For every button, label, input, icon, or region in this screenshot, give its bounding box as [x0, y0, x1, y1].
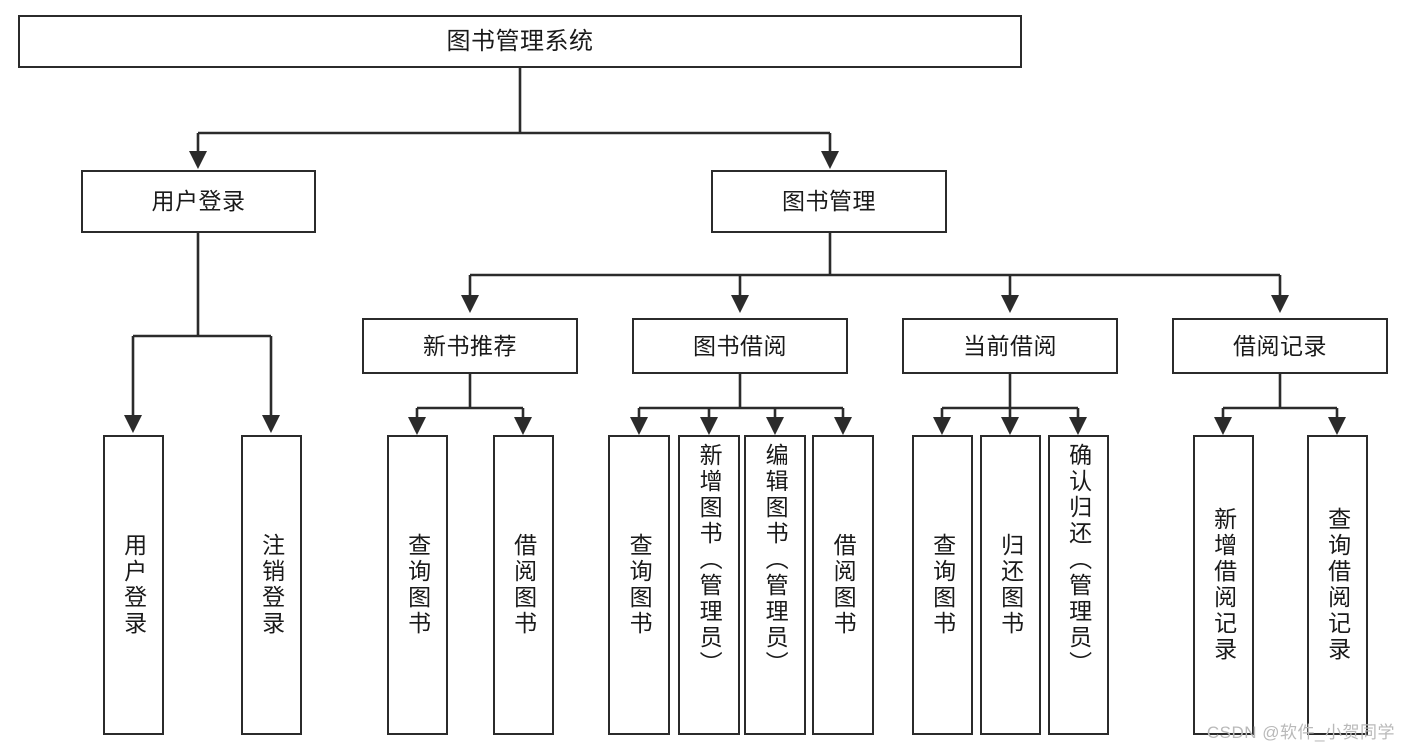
node-label: 查询图书	[929, 533, 956, 637]
node-new-book-recommend[interactable]: 新书推荐	[362, 318, 578, 374]
leaf-borrow-record-add-record[interactable]: 新增借阅记录	[1193, 435, 1254, 735]
node-book-borrow[interactable]: 图书借阅	[632, 318, 848, 374]
leaf-book-borrow-add-book-admin[interactable]: 新增图书（管理员）	[678, 435, 740, 735]
node-label: 借阅图书	[830, 533, 857, 637]
leaf-current-borrow-query-book[interactable]: 查询图书	[912, 435, 973, 735]
leaf-new-book-borrow-book[interactable]: 借阅图书	[493, 435, 554, 735]
node-label: 用户登录	[120, 533, 147, 637]
node-label: 查询图书	[626, 533, 653, 637]
leaf-borrow-record-query-record[interactable]: 查询借阅记录	[1307, 435, 1368, 735]
leaf-current-borrow-return-book[interactable]: 归还图书	[980, 435, 1041, 735]
node-borrow-record[interactable]: 借阅记录	[1172, 318, 1388, 374]
node-label: 新书推荐	[423, 332, 517, 359]
node-label: 注销登录	[258, 533, 285, 637]
node-user-login[interactable]: 用户登录	[81, 170, 316, 233]
node-book-management[interactable]: 图书管理	[711, 170, 947, 233]
node-label: 确认归还（管理员）	[1065, 443, 1092, 677]
node-label: 查询图书	[404, 533, 431, 637]
node-label: 借阅记录	[1233, 332, 1327, 359]
node-label: 图书借阅	[693, 332, 787, 359]
node-label: 新增借阅记录	[1210, 507, 1237, 663]
leaf-book-borrow-query-book[interactable]: 查询图书	[608, 435, 670, 735]
node-current-borrow[interactable]: 当前借阅	[902, 318, 1118, 374]
node-root-book-management-system[interactable]: 图书管理系统	[18, 15, 1022, 68]
csdn-watermark: CSDN @软件_小贺同学	[1206, 723, 1395, 742]
leaf-current-borrow-confirm-return-admin[interactable]: 确认归还（管理员）	[1048, 435, 1109, 735]
node-label: 图书管理	[782, 188, 876, 215]
node-label: 图书管理系统	[446, 27, 594, 55]
node-label: 编辑图书（管理员）	[762, 443, 789, 677]
node-label: 新增图书（管理员）	[696, 443, 723, 677]
node-label: 归还图书	[997, 533, 1024, 637]
leaf-user-login-logout[interactable]: 注销登录	[241, 435, 302, 735]
node-label: 借阅图书	[510, 533, 537, 637]
leaf-book-borrow-borrow-book[interactable]: 借阅图书	[812, 435, 874, 735]
leaf-new-book-query-book[interactable]: 查询图书	[387, 435, 448, 735]
node-label: 用户登录	[151, 188, 246, 215]
node-label: 查询借阅记录	[1324, 507, 1351, 663]
node-label: 当前借阅	[963, 332, 1057, 359]
leaf-user-login-login[interactable]: 用户登录	[103, 435, 164, 735]
leaf-book-borrow-edit-book-admin[interactable]: 编辑图书（管理员）	[744, 435, 806, 735]
